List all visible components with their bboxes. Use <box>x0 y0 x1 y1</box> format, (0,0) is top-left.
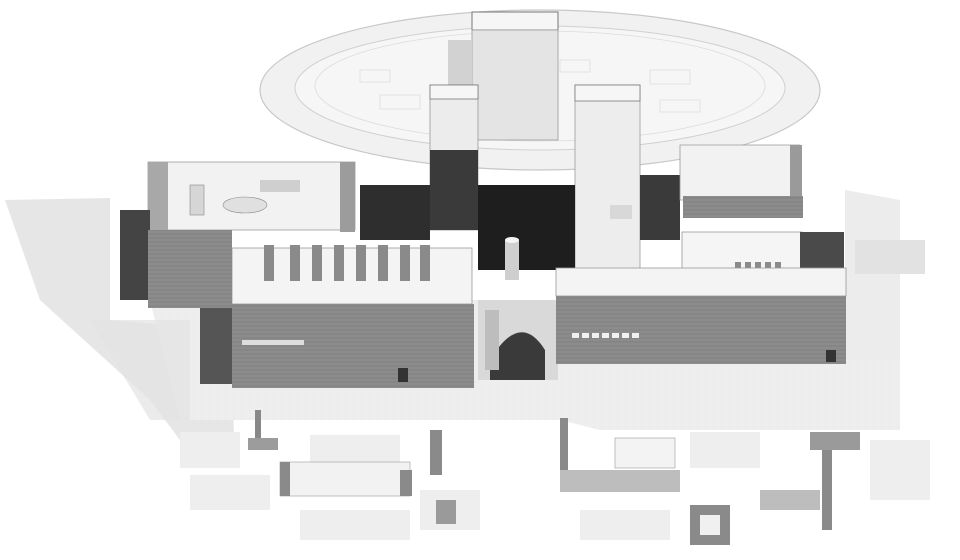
wing-brick-wall <box>232 304 474 388</box>
interior-void <box>478 185 575 270</box>
tower-top <box>471 11 559 31</box>
ground-right-terrace <box>845 190 900 360</box>
tower-face <box>471 29 559 141</box>
stair-right <box>855 240 925 274</box>
central-cylinder <box>505 240 519 280</box>
left-upper-wing <box>120 161 356 300</box>
left-lower-wing <box>148 230 474 388</box>
entrance-arch <box>478 300 558 380</box>
roof-fins <box>264 245 430 281</box>
elliptical-canopy-roof <box>259 9 821 171</box>
right-wing-roof <box>555 267 847 297</box>
pylon-right <box>574 84 641 271</box>
city-blocks-bottom <box>180 410 930 545</box>
window-row <box>572 333 639 338</box>
right-lower-wing <box>555 267 847 364</box>
right-wing-brick-wall <box>556 296 846 364</box>
central-tower <box>360 11 680 280</box>
cast-shadow-left <box>90 320 190 420</box>
